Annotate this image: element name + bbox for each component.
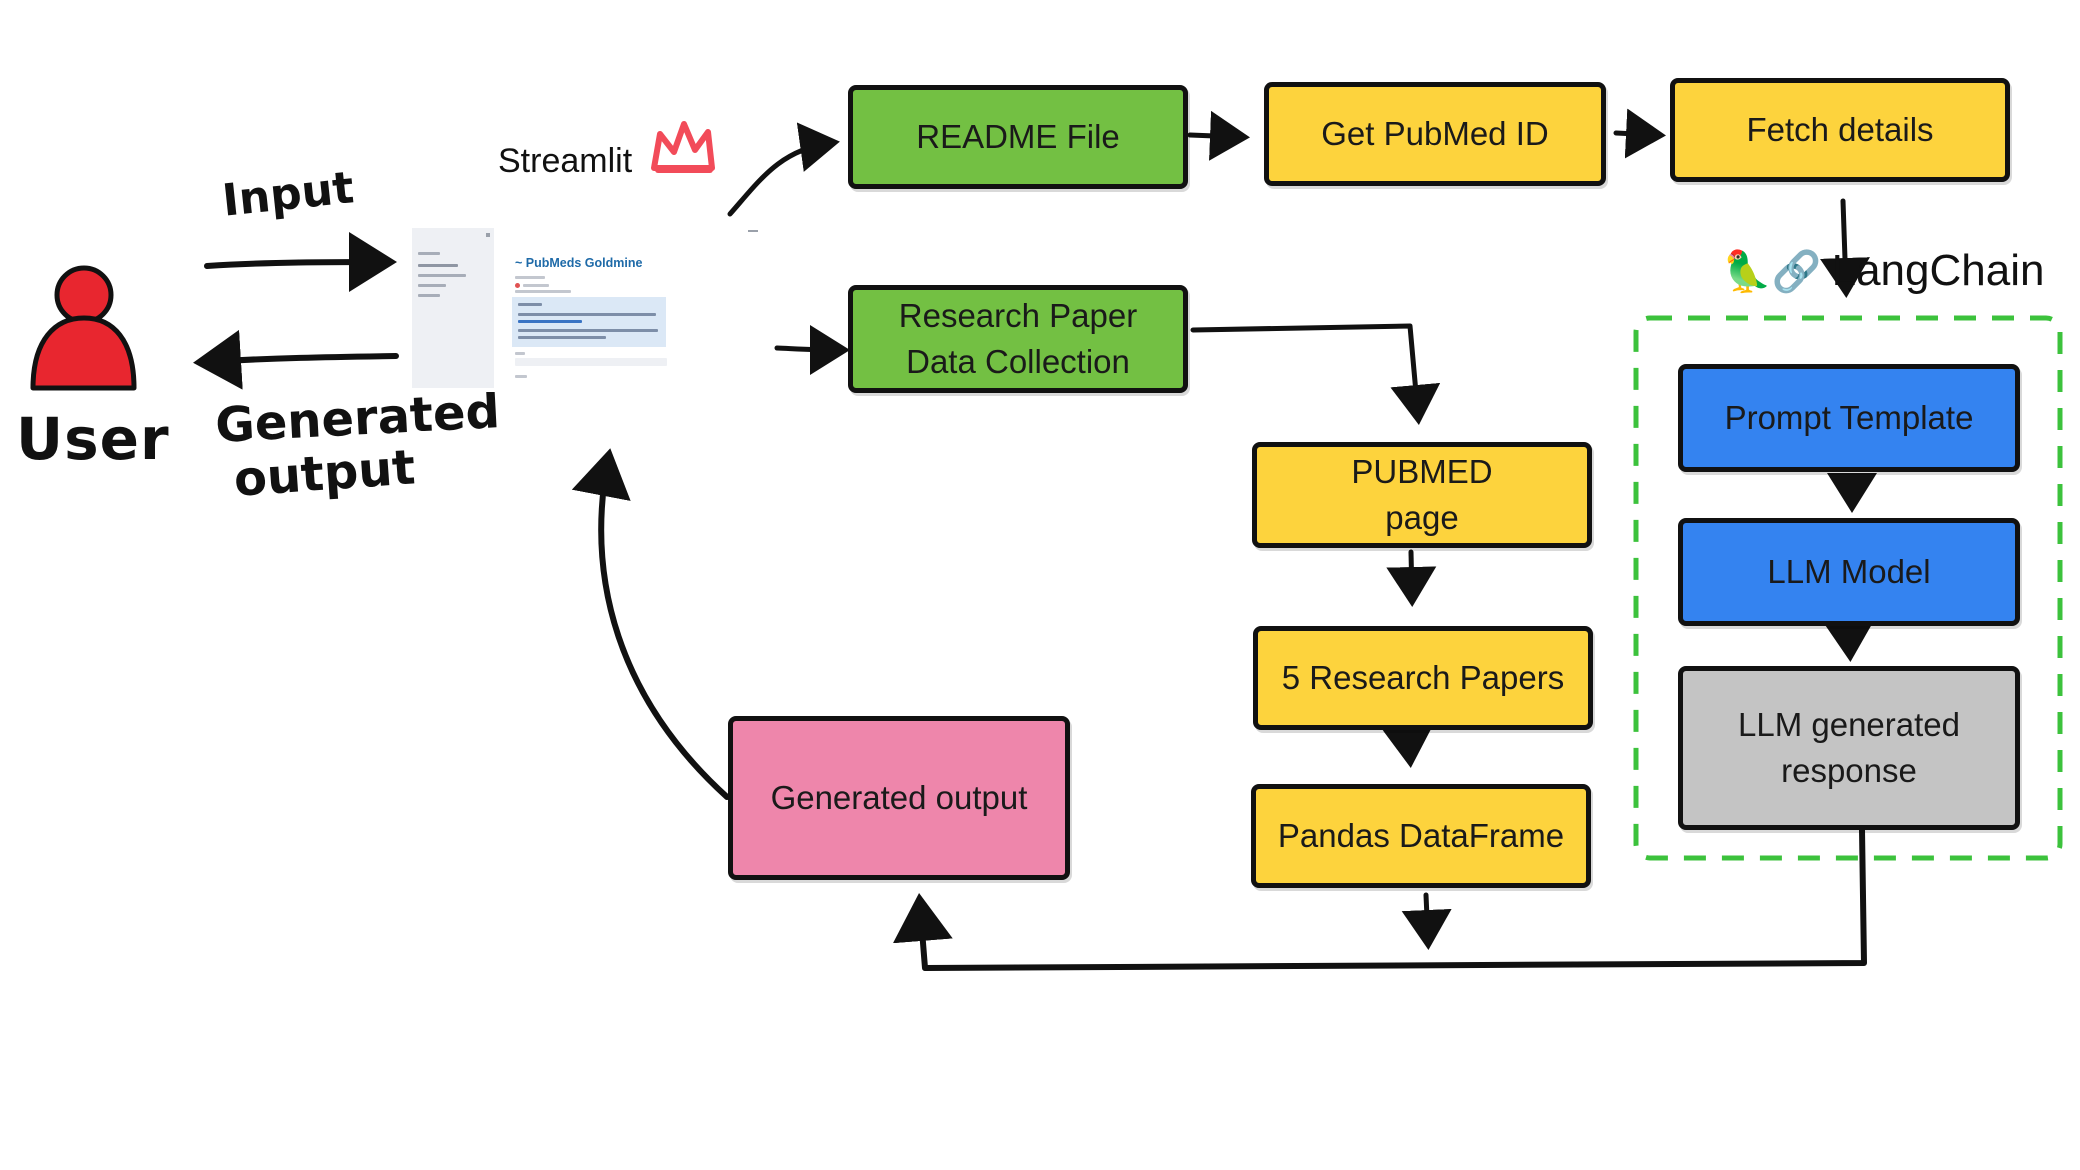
arrow-output-to-app bbox=[571, 448, 730, 800]
app-info-panel bbox=[512, 297, 666, 347]
user-person-icon bbox=[30, 265, 137, 391]
generated-output-box: Generated output bbox=[728, 716, 1070, 880]
arrow-fetch-to-langchain bbox=[1819, 198, 1870, 298]
pubmed-page-box: PUBMED page bbox=[1252, 442, 1592, 548]
pandas-dataframe-box: Pandas DataFrame bbox=[1251, 784, 1591, 888]
arrow-pubmed-to-papers bbox=[1386, 549, 1437, 607]
research-paper-text-line1: Research Paper bbox=[898, 296, 1138, 334]
arrow-research-to-pubmed bbox=[1190, 323, 1441, 425]
input-arrow bbox=[204, 232, 397, 293]
llm-model-text: LLM Model bbox=[1767, 552, 1931, 590]
streamlit-crown-icon bbox=[651, 121, 715, 173]
get-pubmed-id-text: Get PubMed ID bbox=[1321, 114, 1549, 152]
langchain-header: 🦜🔗 LangChain bbox=[1722, 246, 2044, 296]
research-paper-text-line2: Data Collection bbox=[906, 343, 1130, 380]
five-research-papers-box: 5 Research Papers bbox=[1253, 626, 1593, 730]
arrow-pubmedid-to-fetch bbox=[1613, 108, 1666, 159]
arrow-pandas-to-bus bbox=[1401, 892, 1452, 950]
fetch-details-box: Fetch details bbox=[1670, 78, 2010, 182]
arrow-app-to-research bbox=[774, 324, 850, 375]
output-arrow bbox=[193, 329, 399, 390]
llm-response-box: LLM generated response bbox=[1678, 666, 2020, 830]
research-paper-box: Research Paper Data Collection bbox=[848, 285, 1188, 393]
llm-response-text-line2: response bbox=[1781, 752, 1917, 789]
prompt-template-text: Prompt Template bbox=[1724, 398, 1974, 436]
arrow-app-to-readme bbox=[727, 122, 840, 217]
pubmed-page-text-line2: page bbox=[1385, 499, 1459, 536]
prompt-template-box: Prompt Template bbox=[1678, 364, 2020, 472]
langchain-group-frame bbox=[1633, 315, 2063, 861]
llm-model-box: LLM Model bbox=[1678, 518, 2020, 626]
pandas-dataframe-text: Pandas DataFrame bbox=[1277, 816, 1565, 854]
arrow-llm-to-response bbox=[1823, 620, 1874, 662]
pubmed-page-text-line1: PUBMED bbox=[1351, 452, 1493, 490]
five-research-papers-text: 5 Research Papers bbox=[1281, 658, 1565, 696]
fetch-details-text: Fetch details bbox=[1746, 110, 1934, 148]
llm-response-text-line1: LLM generated bbox=[1738, 705, 1960, 743]
arrow-papers-to-pandas bbox=[1382, 726, 1433, 768]
streamlit-app-preview: ~ PubMeds Goldmine bbox=[412, 226, 764, 392]
app-sidebar bbox=[412, 228, 494, 388]
arrow-response-to-output bbox=[892, 827, 1867, 971]
get-pubmed-id-box: Get PubMed ID bbox=[1264, 82, 1606, 186]
app-title: ~ PubMeds Goldmine bbox=[515, 256, 643, 270]
user-label: User bbox=[16, 405, 170, 473]
generated-output-text: Generated output bbox=[770, 778, 1028, 816]
parrot-chain-icon: 🦜🔗 bbox=[1722, 248, 1822, 295]
langchain-label: LangChain bbox=[1831, 246, 2045, 295]
arrow-readme-to-pubmedid bbox=[1187, 110, 1250, 161]
streamlit-label: Streamlit bbox=[498, 142, 633, 180]
readme-file-text: README File bbox=[916, 117, 1120, 155]
readme-file-box: README File bbox=[848, 85, 1188, 189]
